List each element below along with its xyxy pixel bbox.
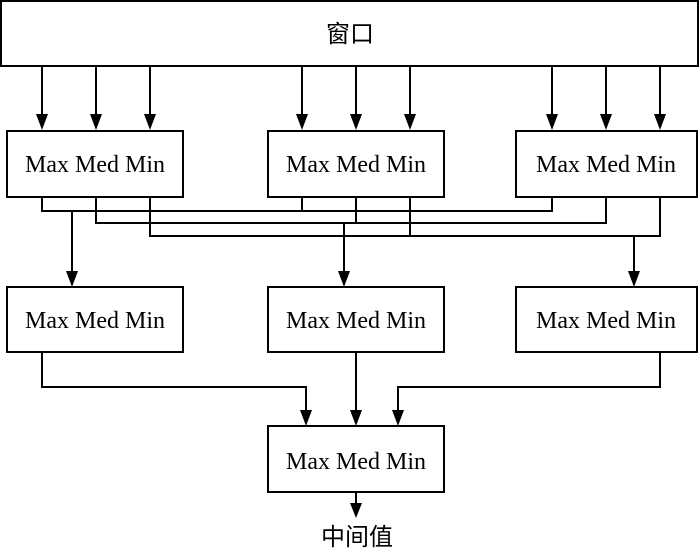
- arrow-head: [546, 114, 558, 130]
- sorter-label: Max Med Min: [25, 308, 165, 334]
- sorter-label: Max Med Min: [536, 308, 676, 334]
- arrow-head: [90, 114, 102, 130]
- arrow-head: [296, 114, 308, 130]
- arrow-head: [144, 114, 156, 130]
- arrow-head: [350, 410, 362, 426]
- sorter-label: Max Med Min: [286, 308, 426, 334]
- arrow-head: [300, 410, 312, 426]
- arrow-head: [338, 271, 350, 287]
- window-block: 窗口: [0, 0, 699, 67]
- arrow-head: [654, 114, 666, 130]
- output-arrow: [350, 492, 362, 518]
- row2-block-right: Max Med Min: [515, 286, 698, 353]
- sorter-label: Max Med Min: [286, 152, 426, 178]
- sorter-label: Max Med Min: [536, 152, 676, 178]
- window-outputs: [36, 66, 666, 130]
- window-label: 窗口: [326, 20, 374, 48]
- sorter-label: Max Med Min: [25, 152, 165, 178]
- arrow-head: [350, 114, 362, 130]
- row1-block-left: Max Med Min: [6, 130, 184, 198]
- final-block: Max Med Min: [267, 425, 445, 493]
- row1-block-right: Max Med Min: [515, 130, 698, 198]
- min-bus: [149, 197, 661, 287]
- row1-block-center: Max Med Min: [267, 130, 445, 198]
- max-bus: [41, 197, 553, 287]
- arrow-head: [404, 114, 416, 130]
- row2-block-left: Max Med Min: [6, 286, 184, 353]
- arrow-head: [66, 271, 78, 287]
- arrow-head: [628, 271, 640, 287]
- final-inputs: [41, 352, 661, 426]
- med-bus: [95, 197, 607, 287]
- arrow-head: [36, 114, 48, 130]
- output-label: 中间值: [321, 523, 393, 550]
- arrow-head: [392, 410, 404, 426]
- arrow-head: [600, 114, 612, 130]
- sorter-label: Max Med Min: [286, 449, 426, 475]
- arrow-head: [350, 503, 362, 518]
- row2-block-center: Max Med Min: [267, 286, 445, 353]
